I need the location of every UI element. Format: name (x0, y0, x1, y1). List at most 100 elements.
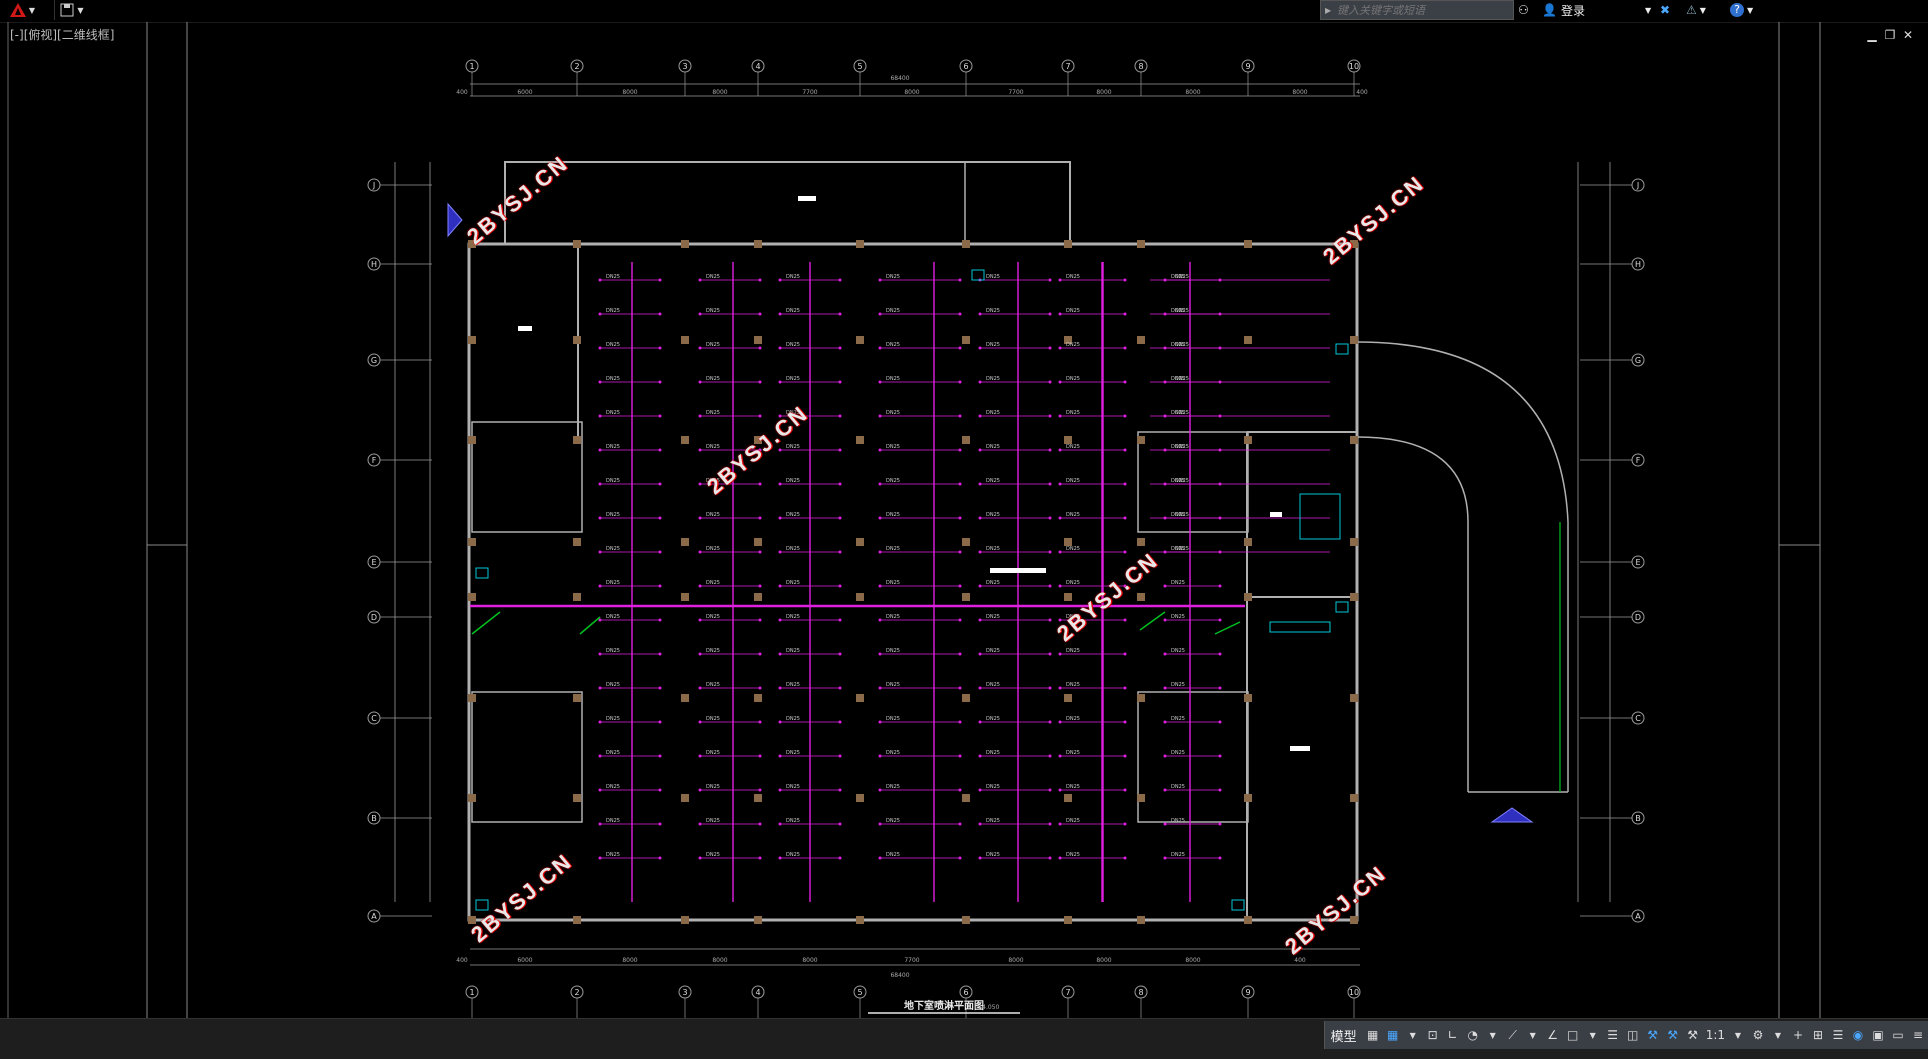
annotation-icon: ⚒ (1647, 1028, 1659, 1042)
sprinkler-head (978, 652, 982, 656)
snap-button[interactable]: ▦ (1383, 1023, 1403, 1047)
login-button[interactable]: 👤 登录 ▼ (1542, 0, 1651, 20)
sprinkler-head (778, 414, 782, 418)
sprinkler-head (778, 278, 782, 282)
sprinkler-head (758, 754, 762, 758)
pipe-label: DN25 (1171, 410, 1185, 416)
ortho-icon: ∟ (1447, 1028, 1458, 1042)
grid-button[interactable]: ▦ (1363, 1023, 1383, 1047)
dimension-text: 8000 (802, 957, 817, 964)
restore-button[interactable]: ❐ (1882, 28, 1898, 42)
annotation-visibility-button[interactable]: ⚒ (1643, 1023, 1663, 1047)
column (573, 794, 581, 802)
scale-value[interactable]: 1:1 (1705, 1028, 1725, 1042)
grid-bubble (853, 985, 867, 999)
grid-label: 9 (1245, 988, 1250, 997)
scale-menu-button[interactable]: ▼ (1728, 1023, 1748, 1047)
sprinkler-head (978, 856, 982, 860)
quick-access-save-button[interactable]: ▼ (54, 0, 89, 20)
sprinkler-head (978, 822, 982, 826)
model-tab[interactable]: 模型 (1330, 1029, 1357, 1045)
building-walls (467, 161, 1569, 922)
sprinkler-head (698, 414, 702, 418)
lineweight-button[interactable]: ☰ (1603, 1023, 1623, 1047)
column (856, 240, 864, 248)
grid-label: 10 (1349, 62, 1359, 71)
infer-constraints-button[interactable]: ⊡ (1423, 1023, 1443, 1047)
column (1137, 538, 1145, 546)
column (468, 436, 476, 444)
sprinkler-head (1048, 652, 1052, 656)
search-input[interactable] (1335, 2, 1489, 18)
sprinkler-head (658, 312, 662, 316)
sprinkler-head (1123, 822, 1127, 826)
pipe-label: DN25 (706, 784, 720, 790)
pipe-label: DN25 (786, 376, 800, 382)
column (681, 593, 689, 601)
sprinkler-head (838, 788, 842, 792)
polar-menu-button[interactable]: ▼ (1483, 1023, 1503, 1047)
sprinkler-head (598, 414, 602, 418)
grid-bubble (678, 59, 692, 73)
sprinkler-head (978, 346, 982, 350)
isodraft-menu-button[interactable]: ▼ (1523, 1023, 1543, 1047)
isolate-objects-button[interactable]: ◉ (1848, 1023, 1868, 1047)
close-button[interactable]: ✕ (1900, 28, 1916, 42)
sprinkler-head (838, 278, 842, 282)
sprinkler-head (838, 550, 842, 554)
minimize-button[interactable]: ▁ (1864, 28, 1880, 42)
exchange-button[interactable]: ✖ (1660, 0, 1670, 20)
pipe-label: DN25 (1066, 648, 1080, 654)
units-button[interactable]: ⊞ (1808, 1023, 1828, 1047)
object-snap-button[interactable]: □ (1563, 1023, 1583, 1047)
column (468, 916, 476, 924)
chevron-down-icon: ▼ (1734, 1030, 1742, 1040)
customization-button[interactable]: ≡ (1908, 1023, 1928, 1047)
connect-button[interactable]: ⚠ ▼ (1686, 0, 1706, 20)
binoculars-button[interactable]: ⚇ (1518, 0, 1540, 20)
grid-label: 8 (1138, 62, 1143, 71)
transparency-button[interactable]: ◫ (1623, 1023, 1643, 1047)
sprinkler-head (1163, 720, 1167, 724)
sprinkler-head (598, 856, 602, 860)
workspace-button[interactable]: ⚙ (1748, 1023, 1768, 1047)
ortho-button[interactable]: ∟ (1443, 1023, 1463, 1047)
autoscale-button[interactable]: ⚒ (1663, 1023, 1683, 1047)
sprinkler-head (698, 346, 702, 350)
sprinkler-head (1218, 652, 1222, 656)
polar-button[interactable]: ◔ (1463, 1023, 1483, 1047)
help-button[interactable]: ? ▼ (1730, 0, 1753, 20)
pipe-label: DN25 (886, 444, 900, 450)
pipe-label: DN25 (1175, 342, 1189, 348)
app-menu-button[interactable]: ▼ (4, 0, 40, 20)
pipe-label: DN25 (706, 716, 720, 722)
column (1064, 240, 1072, 248)
sprinkler-head (1048, 380, 1052, 384)
object-snap-tracking-button[interactable]: ∠ (1543, 1023, 1563, 1047)
chevron-down-icon: ▼ (1529, 1030, 1536, 1040)
column (1137, 336, 1145, 344)
sprinkler-pipes (470, 262, 1330, 902)
object-snap-menu-button[interactable]: ▼ (1583, 1023, 1603, 1047)
pipe-label: DN25 (986, 784, 1000, 790)
sprinkler-head (958, 618, 962, 622)
viewport-label[interactable]: [-][俯视][二维线框] (10, 28, 115, 42)
pipe-label: DN25 (986, 682, 1000, 688)
sprinkler-head (758, 414, 762, 418)
sprinkler-head (778, 754, 782, 758)
annotation-scale-button[interactable]: ⚒ (1683, 1023, 1703, 1047)
hardware-acceleration-button[interactable]: ▣ (1868, 1023, 1888, 1047)
snap-menu-button[interactable]: ▼ (1403, 1023, 1423, 1047)
quick-properties-button[interactable]: ☰ (1828, 1023, 1848, 1047)
clean-screen-button[interactable]: ▭ (1888, 1023, 1908, 1047)
dimension-text: 8000 (712, 89, 727, 96)
grid-label: 2 (574, 988, 579, 997)
isodraft-button[interactable]: ⟋ (1503, 1023, 1523, 1047)
workspace-menu-button[interactable]: ▼ (1768, 1023, 1788, 1047)
sprinkler-head (758, 448, 762, 452)
annotation-monitor-button[interactable]: + (1788, 1023, 1808, 1047)
top-total-dim: 68400 (890, 75, 909, 82)
triangle-network-icon: ⚠ (1686, 3, 1697, 17)
